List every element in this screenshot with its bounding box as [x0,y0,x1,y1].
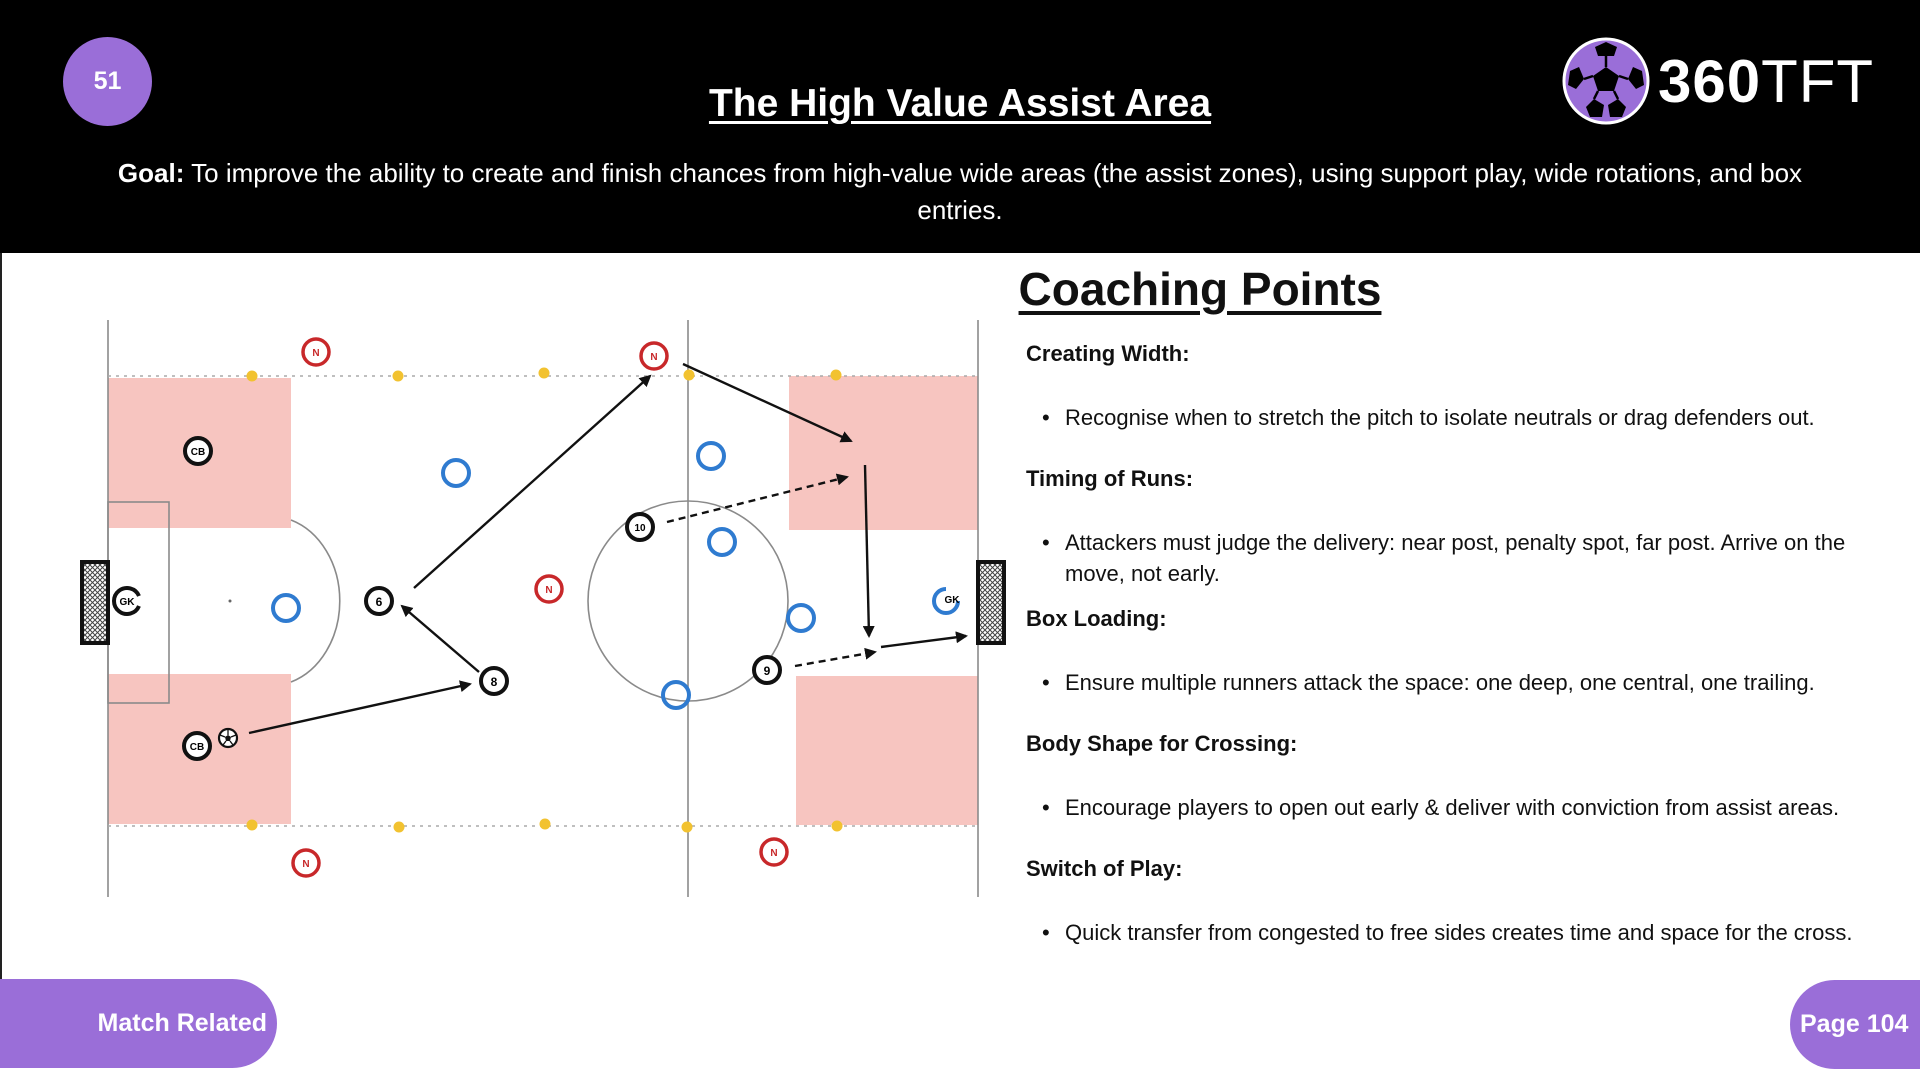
assist-zones [108,376,978,825]
opponent-marker [707,527,737,557]
neutral-players: N N N N N [291,337,789,878]
cone [393,821,405,833]
player-cb-top: CB [183,436,213,466]
player-8: 8 [479,666,509,696]
brand-logo: 360TFT [1562,36,1874,126]
neutral-player: N [534,574,564,604]
cone [246,370,258,382]
coaching-point-title: Switch of Play: [1026,856,1183,881]
cone [246,819,258,831]
pitch-diagram: N N N N N CB CB GK 6 8 10 9 GK [80,320,1006,897]
cone [681,821,693,833]
svg-text:GK: GK [120,597,136,608]
coaching-point-bullet: Encourage players to open out early & de… [1026,792,1896,823]
svg-text:GK: GK [945,595,961,606]
category-label: Match Related [97,1009,267,1037]
goal-left [80,560,110,645]
svg-text:N: N [302,859,309,870]
svg-text:N: N [770,848,777,859]
neutral-player: N [759,837,789,867]
run-arrow [794,647,877,668]
assist-zone-bottom-right [796,676,978,825]
logo-wordmark: 360TFT [1658,47,1875,115]
cone [539,818,551,830]
coaching-point-bullet: Attackers must judge the delivery: near … [1026,527,1896,589]
cone [683,369,695,381]
goal-description: To improve the ability to create and fin… [184,158,1803,225]
goal-label: Goal: [117,158,185,188]
svg-text:9: 9 [764,664,771,678]
neutral-player: N [291,848,321,878]
pass-arrow [400,604,480,673]
cones [246,367,843,833]
run-arrow [666,473,849,524]
player-cb-bottom: CB [182,731,212,761]
opponent-gk-marker [932,587,960,615]
pass-arrow [413,374,652,589]
category-tag: Match Related [0,979,277,1068]
soccer-ball-icon [1562,37,1650,125]
opponent-marker [696,441,726,471]
goal-text: Goal: To improve the ability to create a… [110,155,1810,229]
svg-text:CB: CB [191,447,205,458]
opponents [271,441,816,710]
session-number-badge: 51 [63,37,152,126]
pass-arrow [880,631,968,649]
neutral-player: N [301,337,331,367]
team-players: CB CB GK 6 8 10 9 GK [112,436,961,761]
neutral-player: N [639,341,669,371]
coaching-point-bullet: Quick transfer from congested to free si… [1026,917,1896,948]
cone [831,820,843,832]
coaching-point-bullet: Ensure multiple runners attack the space… [1026,667,1896,698]
svg-text:6: 6 [376,595,383,609]
opponent-marker [786,603,816,633]
pass-arrow [248,680,472,735]
svg-text:N: N [545,585,552,596]
svg-text:N: N [312,348,319,359]
assist-zone-top-right [789,376,978,530]
goal-right [976,560,1006,645]
coaching-point-title: Creating Width: [1026,341,1190,366]
slide-left-border [0,253,2,980]
run-arrow [862,464,875,638]
coaching-points-heading: Coaching Points [1018,263,1382,315]
cone [830,369,842,381]
svg-text:8: 8 [491,675,498,689]
svg-text:10: 10 [634,523,646,534]
player-6: 6 [364,586,394,616]
player-10: 10 [625,512,655,542]
opponent-marker [441,458,471,488]
coaching-points-list: Creating Width: Recognise when to stretc… [1026,340,1896,948]
player-gk-right: GK [945,595,961,606]
cone [392,370,404,382]
coaching-point-title: Body Shape for Crossing: [1026,731,1298,756]
soccer-ball-icon [217,727,239,749]
coaching-point-bullet: Recognise when to stretch the pitch to i… [1026,402,1896,433]
pass-arrow [682,362,853,443]
svg-text:CB: CB [190,742,204,753]
player-gk-left: GK [112,586,141,616]
movement-arrows [248,362,968,735]
coaching-point-title: Box Loading: [1026,606,1167,631]
page-title: The High Value Assist Area [708,82,1212,125]
opponent-marker [271,593,301,623]
cone [538,367,550,379]
coaching-point-title: Timing of Runs: [1026,466,1194,491]
opponent-marker [661,680,691,710]
page-number-label: Page 104 [1800,1010,1909,1038]
player-9: 9 [752,655,782,685]
page-number-tag: Page 104 [1790,980,1920,1069]
svg-text:N: N [650,352,657,363]
